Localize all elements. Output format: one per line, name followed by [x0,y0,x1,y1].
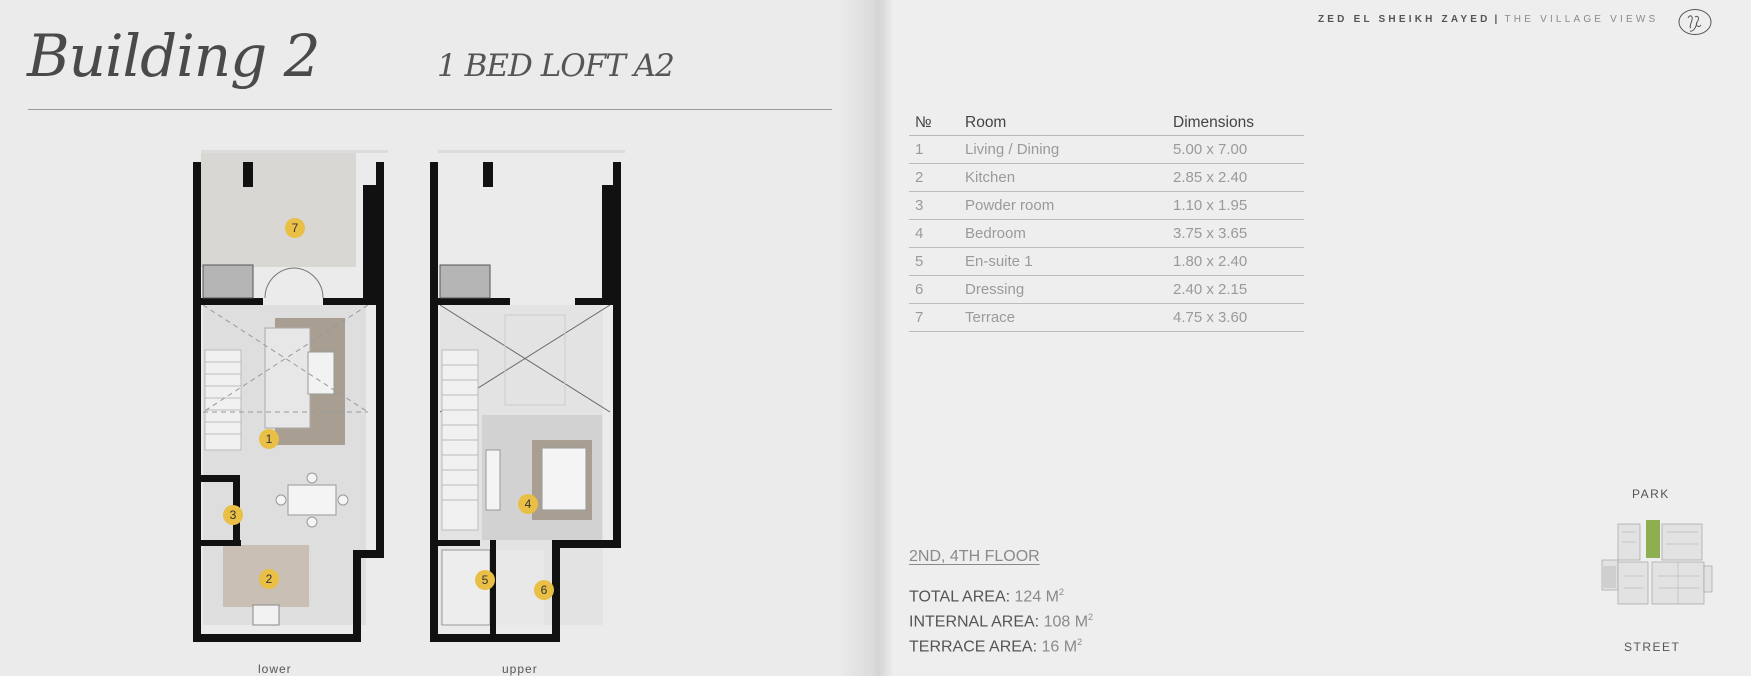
floor-plan-upper: 4 5 6 [430,150,625,642]
plan-label-lower: lower [258,662,292,676]
brand-sub: THE VILLAGE VIEWS [1504,14,1659,25]
cell-dimensions: 1.10 x 1.95 [1173,191,1304,220]
floor-info: 2ND, 4TH FLOOR [909,548,1040,565]
building-title: Building 2 [27,22,321,90]
brand-main: ZED EL SHEIKH ZAYED [1318,14,1491,25]
cell-room: Dressing [965,275,1173,304]
cell-number: 4 [909,219,965,248]
cell-dimensions: 3.75 x 3.65 [1173,219,1304,248]
cell-number: 1 [909,135,965,164]
unit-title: 1 BED LOFT A2 [437,48,675,84]
room-pin-3: 3 [230,508,237,522]
street-label: STREET [1624,640,1681,654]
plan-label-upper: upper [502,662,538,676]
brand-header: ZED EL SHEIKH ZAYED|THE VILLAGE VIEWS [1318,14,1658,25]
cell-dimensions: 4.75 x 3.60 [1173,303,1304,332]
table-header-row: № Room Dimensions [909,110,1304,136]
cell-number: 2 [909,163,965,192]
room-pin-2: 2 [266,572,273,586]
cell-dimensions: 5.00 x 7.00 [1173,135,1304,164]
col-header-number: № [909,110,965,136]
title-divider [28,109,832,110]
internal-area: INTERNAL AREA: 108 M2 [909,612,1093,631]
area-label: TOTAL AREA: [909,588,1011,606]
site-highlight [1646,520,1660,558]
cell-room: Living / Dining [965,135,1173,164]
cell-room: Powder room [965,191,1173,220]
cell-room: En-suite 1 [965,247,1173,276]
cell-number: 5 [909,247,965,276]
room-pin-7: 7 [292,221,299,235]
cell-number: 6 [909,275,965,304]
room-pin-1: 1 [266,432,273,446]
cell-room: Terrace [965,303,1173,332]
area-unit-sup: 2 [1088,612,1094,622]
area-label: INTERNAL AREA: [909,613,1040,631]
total-area: TOTAL AREA: 124 M2 [909,587,1064,606]
area-value: 16 M [1041,638,1078,656]
brand-separator: | [1494,14,1501,25]
room-pin-4: 4 [525,497,532,511]
cell-dimensions: 2.40 x 2.15 [1173,275,1304,304]
page-gutter [838,0,894,676]
site-plan-map [1600,518,1714,610]
floor-plan-lower: 7 1 3 2 [193,150,388,642]
cell-number: 7 [909,303,965,332]
area-value: 108 M [1043,613,1089,631]
brand-logo-icon [1678,9,1712,35]
col-header-dimensions: Dimensions [1173,110,1304,136]
area-unit-sup: 2 [1077,637,1083,647]
area-unit-sup: 2 [1059,587,1065,597]
cell-room: Kitchen [965,163,1173,192]
cell-dimensions: 2.85 x 2.40 [1173,163,1304,192]
room-pin-5: 5 [482,573,489,587]
room-pin-6: 6 [541,583,548,597]
col-header-room: Room [965,110,1173,136]
cell-dimensions: 1.80 x 2.40 [1173,247,1304,276]
area-label: TERRACE AREA: [909,638,1038,656]
area-value: 124 M [1014,588,1059,606]
cell-number: 3 [909,191,965,220]
terrace-area: TERRACE AREA: 16 M2 [909,637,1082,656]
cell-room: Bedroom [965,219,1173,248]
park-label: PARK [1632,487,1670,501]
